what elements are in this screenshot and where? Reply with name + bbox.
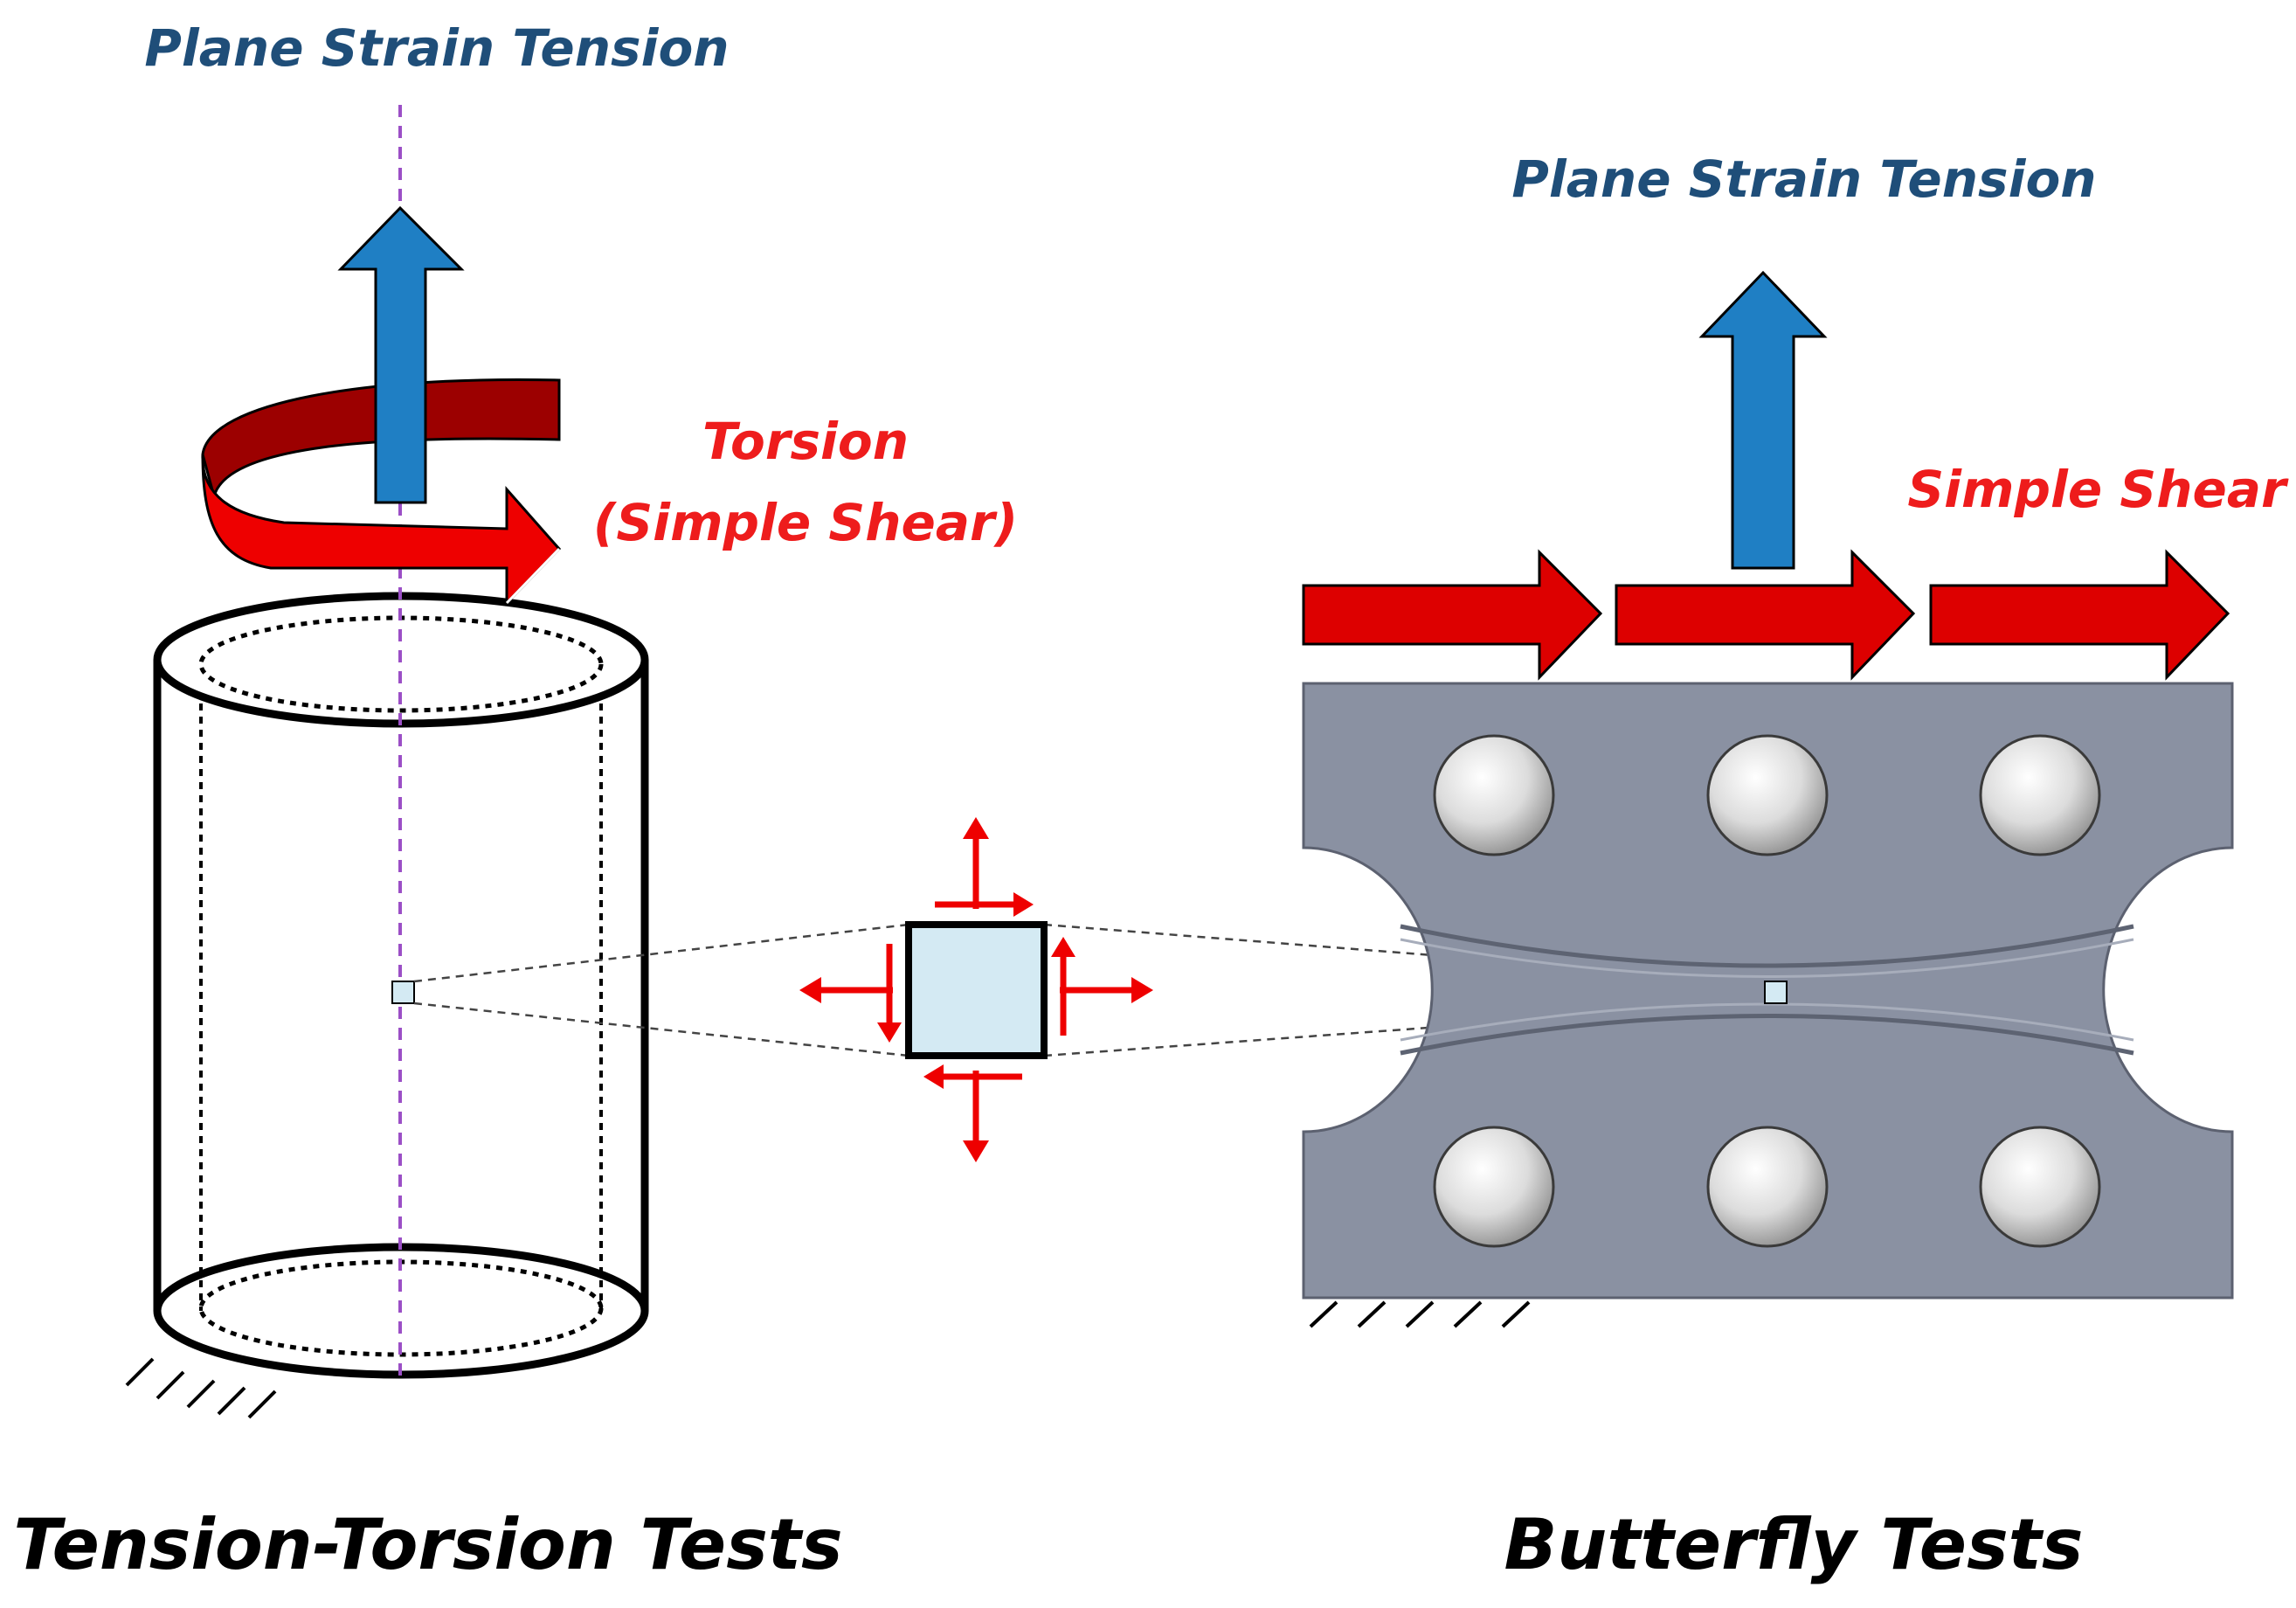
right-tension-label: Plane Strain Tension bbox=[1511, 149, 2096, 209]
stress-element bbox=[905, 921, 1048, 1059]
bolt-holes bbox=[1433, 734, 2101, 1248]
material-point-left bbox=[391, 981, 415, 1004]
butterfly-figure: Plane Strain Tension Simple Shear bbox=[1302, 149, 2289, 1585]
up-arrow-icon bbox=[337, 205, 465, 504]
left-caption: Tension-Torsion Tests bbox=[13, 1504, 842, 1585]
ground-hatch-icon bbox=[1309, 1300, 1531, 1328]
stress-arrows bbox=[799, 817, 1153, 1162]
right-caption: Butterfly Tests bbox=[1504, 1504, 2083, 1585]
torsion-label: Torsion bbox=[702, 412, 909, 471]
torsion-arrow-front bbox=[201, 454, 562, 606]
simple-shear-label: Simple Shear bbox=[1907, 460, 2289, 519]
material-point-right bbox=[1764, 981, 1788, 1004]
torsion-sublabel: (Simple Shear) bbox=[593, 493, 1018, 552]
left-tension-label: Plane Strain Tension bbox=[144, 18, 729, 78]
tension-torsion-figure: Plane Strain Tension bbox=[13, 18, 1018, 1585]
right-arrow-icon bbox=[1302, 549, 2230, 681]
ground-hatch-icon bbox=[125, 1357, 277, 1419]
up-arrow-icon bbox=[1698, 270, 1828, 570]
